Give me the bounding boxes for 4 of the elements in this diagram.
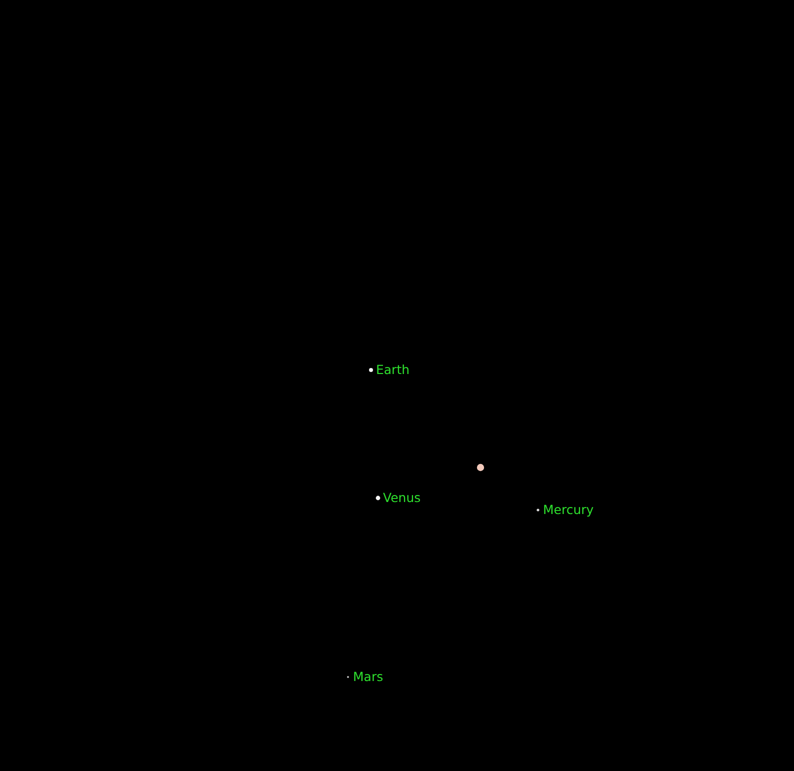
planet-label: Mercury [543,503,594,517]
planet-label: Earth [376,363,410,377]
planet-label: Venus [383,491,421,505]
planet-label: Mars [353,670,384,684]
